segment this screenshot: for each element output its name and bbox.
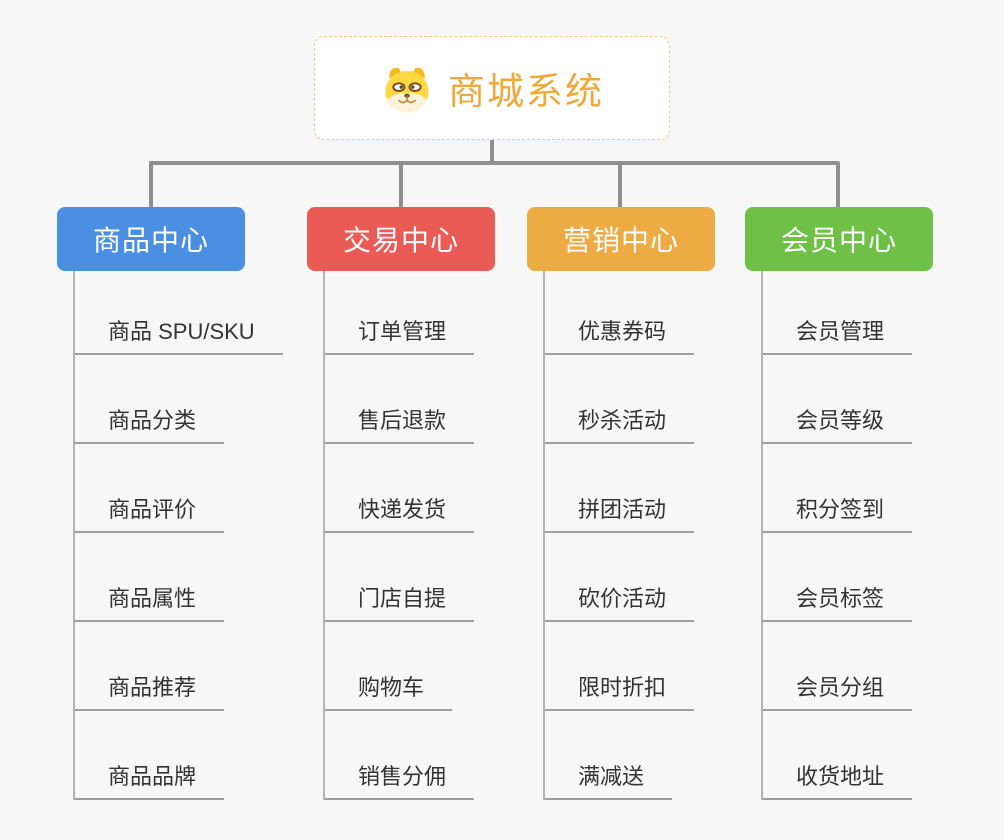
branch-product-center: 商品中心 商品 SPU/SKU 商品分类 商品评价 商品属性 商品推荐 商品品牌 (57, 207, 283, 800)
mindmap-node-label[interactable]: 商品属性 (75, 588, 225, 622)
mindmap-node-label[interactable]: 拼团活动 (545, 499, 695, 533)
list-item: 商品推荐 (75, 622, 245, 711)
branch-header-marketing-center[interactable]: 营销中心 (527, 207, 715, 271)
branch-header-trade-center[interactable]: 交易中心 (307, 207, 495, 271)
mindmap-node-label[interactable]: 限时折扣 (545, 677, 695, 711)
mindmap-node-label[interactable]: 会员管理 (763, 321, 913, 355)
list-item: 商品评价 (75, 444, 245, 533)
list-item: 拼团活动 (545, 444, 715, 533)
mindmap-node-label[interactable]: 砍价活动 (545, 588, 695, 622)
branch-items-member-center: 会员管理 会员等级 积分签到 会员标签 会员分组 收货地址 (761, 271, 933, 800)
mindmap-node-label[interactable]: 会员等级 (763, 410, 913, 444)
branch-trade-center: 交易中心 订单管理 售后退款 快递发货 门店自提 购物车 销售分佣 (307, 207, 495, 800)
list-item: 砍价活动 (545, 533, 715, 622)
list-item: 积分签到 (763, 444, 933, 533)
branch-items-trade-center: 订单管理 售后退款 快递发货 门店自提 购物车 销售分佣 (323, 271, 495, 800)
mindmap-node-label[interactable]: 商品品牌 (75, 766, 225, 800)
mindmap-node-label[interactable]: 商品推荐 (75, 677, 225, 711)
branch-header-product-center[interactable]: 商品中心 (57, 207, 245, 271)
connector-drop-product (149, 162, 153, 209)
branch-member-center: 会员中心 会员管理 会员等级 积分签到 会员标签 会员分组 收货地址 (745, 207, 933, 800)
mindmap-node-label[interactable]: 快递发货 (325, 499, 475, 533)
list-item: 会员等级 (763, 355, 933, 444)
list-item: 快递发货 (325, 444, 495, 533)
list-item: 限时折扣 (545, 622, 715, 711)
root-node[interactable]: 商城系统 (314, 36, 670, 140)
mindmap-node-label[interactable]: 收货地址 (763, 766, 913, 800)
mindmap-node-label[interactable]: 商品评价 (75, 499, 225, 533)
list-item: 商品分类 (75, 355, 245, 444)
list-item: 会员标签 (763, 533, 933, 622)
branch-marketing-center: 营销中心 优惠券码 秒杀活动 拼团活动 砍价活动 限时折扣 满减送 (527, 207, 715, 800)
mindmap-node-label[interactable]: 商品 SPU/SKU (75, 321, 283, 355)
mindmap-node-label[interactable]: 售后退款 (325, 410, 475, 444)
list-item: 购物车 (325, 622, 495, 711)
list-item: 商品品牌 (75, 711, 245, 800)
list-item: 会员管理 (763, 271, 933, 355)
mindmap-node-label[interactable]: 商品分类 (75, 410, 225, 444)
connector-drop-member (836, 162, 840, 209)
list-item: 收货地址 (763, 711, 933, 800)
mindmap-node-label[interactable]: 订单管理 (325, 321, 475, 355)
list-item: 满减送 (545, 711, 715, 800)
connector-horizontal-bar (149, 161, 840, 165)
list-item: 优惠券码 (545, 271, 715, 355)
mindmap-node-label[interactable]: 秒杀活动 (545, 410, 695, 444)
branch-items-product-center: 商品 SPU/SKU 商品分类 商品评价 商品属性 商品推荐 商品品牌 (73, 271, 283, 800)
mindmap-node-label[interactable]: 会员标签 (763, 588, 913, 622)
list-item: 商品 SPU/SKU (75, 271, 283, 355)
list-item: 售后退款 (325, 355, 495, 444)
branch-items-marketing-center: 优惠券码 秒杀活动 拼团活动 砍价活动 限时折扣 满减送 (543, 271, 715, 800)
mindmap-node-label[interactable]: 积分签到 (763, 499, 913, 533)
mindmap-node-label[interactable]: 门店自提 (325, 588, 475, 622)
root-title: 商城系统 (448, 71, 604, 112)
connector-drop-trade (399, 162, 403, 209)
mindmap-node-label[interactable]: 销售分佣 (325, 766, 475, 800)
list-item: 商品属性 (75, 533, 245, 622)
connector-root-stem (490, 139, 494, 164)
list-item: 会员分组 (763, 622, 933, 711)
mindmap-node-label[interactable]: 满减送 (545, 766, 673, 800)
mindmap-node-label[interactable]: 优惠券码 (545, 321, 695, 355)
list-item: 秒杀活动 (545, 355, 715, 444)
list-item: 销售分佣 (325, 711, 495, 800)
branch-header-member-center[interactable]: 会员中心 (745, 207, 933, 271)
list-item: 门店自提 (325, 533, 495, 622)
connector-drop-marketing (618, 162, 622, 209)
mindmap-node-label[interactable]: 会员分组 (763, 677, 913, 711)
list-item: 订单管理 (325, 271, 495, 355)
mindmap-node-label[interactable]: 购物车 (325, 677, 453, 711)
doge-icon (385, 67, 429, 113)
